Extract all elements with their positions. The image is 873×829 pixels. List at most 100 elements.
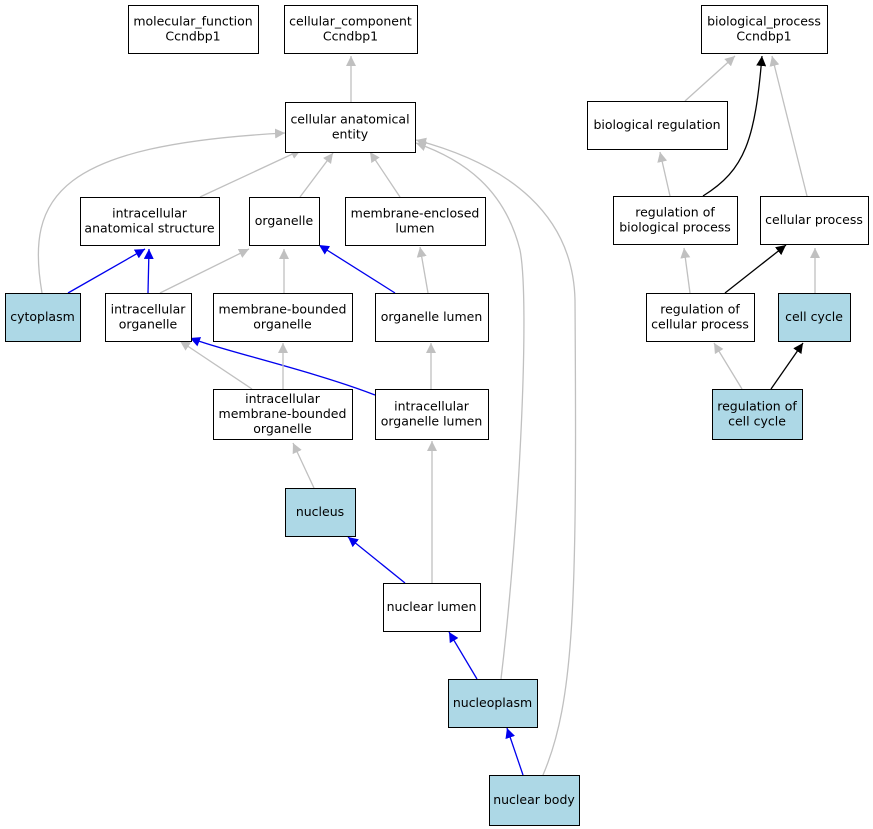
edge-rcc-to-rcp [713, 342, 743, 390]
node-box [375, 293, 489, 342]
edge-ol-to-mel [416, 246, 429, 294]
node-label: intracellular [112, 206, 188, 221]
node-label: cellular_component [289, 14, 412, 29]
node-nuc: nucleus [285, 488, 356, 537]
edge-line [680, 247, 691, 294]
edge-nb-to-cae [415, 137, 577, 776]
node-box [285, 488, 356, 537]
edge-line [369, 151, 401, 198]
edge-line [770, 342, 804, 390]
node-label: organelle [119, 317, 178, 332]
edges-layer [37, 55, 820, 776]
edge-line [769, 55, 808, 197]
node-box [5, 293, 81, 342]
node-breg: biological regulation [587, 101, 728, 150]
edge-rcp-to-rbp [680, 247, 691, 294]
node-box [701, 5, 828, 54]
node-box [489, 775, 580, 826]
node-box [383, 583, 481, 632]
node-label: entity [332, 127, 369, 142]
edge-iol-to-io [189, 337, 376, 396]
node-cp: cellular process [760, 196, 869, 245]
edge-line [657, 151, 671, 197]
node-box [128, 5, 259, 54]
edge-rcp-to-cp [724, 244, 787, 294]
node-label: organelle [253, 317, 312, 332]
node-box [587, 101, 728, 150]
edge-line [143, 248, 154, 294]
node-label: intracellular [245, 391, 321, 406]
node-label: regulation of [660, 302, 740, 317]
node-label: biological regulation [593, 117, 720, 132]
node-cc2: cell cycle [778, 293, 851, 342]
node-label: organelle lumen [381, 414, 483, 429]
node-label: organelle lumen [381, 309, 483, 324]
node-label: intracellular [394, 399, 470, 414]
edge-nuc-to-imbo [292, 442, 315, 489]
edge-line [159, 248, 250, 294]
node-box [613, 196, 738, 245]
node-label: membrane-bounded [219, 406, 347, 421]
node-nl: nuclear lumen [383, 583, 481, 632]
edge-rbp-to-breg [657, 151, 671, 197]
edge-line [415, 141, 525, 680]
node-label: anatomical structure [84, 221, 214, 236]
node-label: cellular process [765, 212, 863, 227]
node-label: nuclear body [493, 792, 575, 807]
edge-line [299, 152, 334, 198]
node-label: cell cycle [728, 414, 786, 429]
edge-line [702, 55, 767, 197]
node-label: Ccndbp1 [323, 29, 378, 44]
edge-line [416, 246, 429, 294]
node-box [375, 389, 489, 440]
node-ol: organelle lumen [375, 293, 489, 342]
node-label: cellular process [651, 317, 749, 332]
edge-io-to-ias [143, 248, 154, 294]
node-label: cellular anatomical [290, 112, 409, 127]
node-org: organelle [249, 197, 320, 246]
edge-rbp-to-bp [702, 55, 767, 197]
edge-line [189, 337, 376, 396]
node-label: cell cycle [785, 309, 843, 324]
node-box [285, 102, 416, 153]
edge-line [37, 128, 286, 294]
node-label: regulation of [635, 205, 715, 220]
node-box [105, 293, 192, 342]
edge-cp-to-bp [769, 55, 808, 197]
edge-line [318, 244, 396, 294]
node-box [213, 389, 353, 440]
edge-cyto-to-ias [67, 248, 146, 294]
node-label: biological process [619, 220, 731, 235]
edge-line [724, 244, 787, 294]
edge-line [684, 55, 736, 102]
edge-nl-to-nuc [347, 536, 406, 584]
node-box [213, 293, 353, 342]
edge-np-to-cae [415, 141, 525, 680]
node-box [778, 293, 851, 342]
node-label: organelle [255, 213, 314, 228]
node-label: biological_process [707, 14, 821, 29]
edge-imbo-to-io [179, 340, 253, 390]
node-np: nucleoplasm [448, 679, 538, 728]
node-label: nuclear lumen [387, 599, 477, 614]
edge-line [347, 536, 406, 584]
node-box [760, 196, 869, 245]
edge-mel-to-cae [369, 151, 401, 198]
edge-nb-to-np [505, 727, 524, 776]
edge-line [179, 340, 253, 390]
edge-line [448, 631, 478, 680]
edge-line [67, 248, 146, 294]
node-label: cytoplasm [10, 309, 75, 324]
